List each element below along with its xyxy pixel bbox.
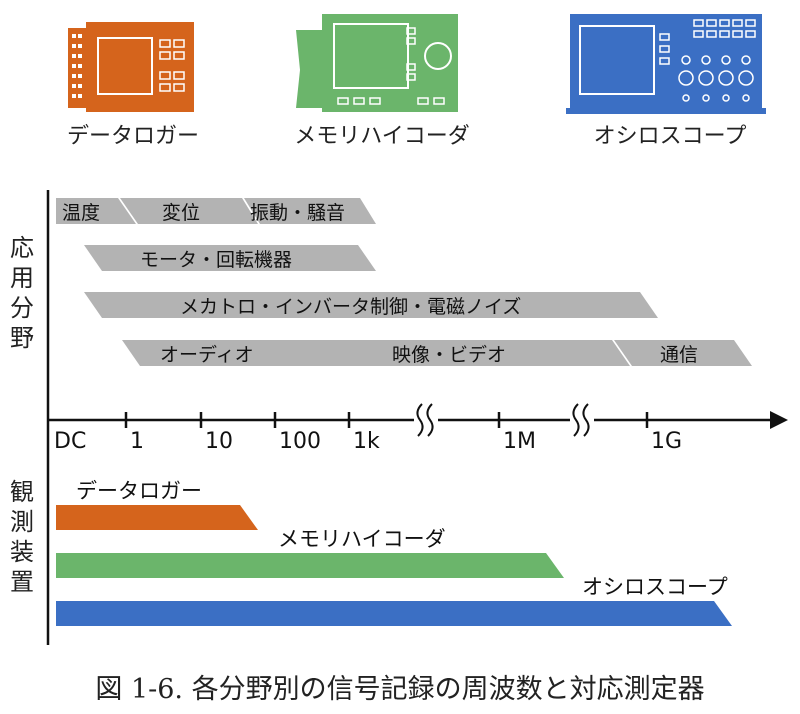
scope-base <box>566 108 766 114</box>
tick-label-1g: 1G <box>651 429 682 454</box>
band-motor <box>84 245 376 271</box>
figure-caption: 図 1-6. 各分野別の信号記録の周波数と対応測定器 <box>95 674 704 705</box>
application-label-char-2: 用 <box>10 264 34 292</box>
memory-handle <box>296 30 326 108</box>
memory-hicorder-illustration <box>296 14 458 112</box>
memory-knob <box>424 42 452 70</box>
band-displacement <box>120 198 258 224</box>
band-label-video: 映像・ビデオ <box>392 344 506 366</box>
datalogger-body <box>86 22 194 112</box>
tick-label-1m: 1M <box>503 429 536 454</box>
band-audio-video <box>122 340 630 366</box>
memory-body <box>322 14 458 112</box>
device-name-oscilloscope: オシロスコープ <box>594 124 747 149</box>
band-label-mechatronics: メカトロ・インバータ制御・電磁ノイズ <box>180 296 521 318</box>
bar-label-oscilloscope: オシロスコープ <box>582 575 728 599</box>
device-name-memory-hicorder: メモリハイコーダ <box>294 124 470 149</box>
axis-break-2 <box>570 403 594 437</box>
tick-label-1: 1 <box>130 429 144 454</box>
tick-label-10: 10 <box>205 429 233 454</box>
band-label-audio: オーディオ <box>160 344 254 366</box>
bar-label-memory-hicorder: メモリハイコーダ <box>278 527 446 551</box>
tick-label-100: 100 <box>279 429 321 454</box>
datalogger-screen <box>97 37 153 95</box>
device-name-datalogger: データロガー <box>67 124 199 149</box>
band-label-vibration-noise: 振動・騒音 <box>250 202 345 224</box>
datalogger-illustration <box>68 22 194 112</box>
datalogger-connector <box>68 28 86 108</box>
instrument-label-char-1: 観 <box>10 478 34 506</box>
band-label-displacement: 変位 <box>162 202 200 224</box>
memory-screen <box>333 23 409 89</box>
bar-datalogger <box>56 505 258 530</box>
bar-label-datalogger: データロガー <box>76 479 202 503</box>
application-label-char-4: 野 <box>10 324 34 352</box>
tick-label-dc: DC <box>54 429 86 454</box>
instrument-label-char-3: 装 <box>10 538 34 566</box>
band-label-motor: モータ・回転機器 <box>140 249 292 271</box>
band-mechatronics <box>84 292 658 318</box>
oscilloscope-illustration <box>566 14 766 114</box>
application-label-char-1: 応 <box>10 234 34 262</box>
band-label-communication: 通信 <box>660 344 698 366</box>
instrument-label-char-4: 置 <box>10 568 34 596</box>
instrument-label-char-2: 測 <box>10 508 34 536</box>
application-label-char-3: 分 <box>10 294 34 322</box>
bar-oscilloscope <box>56 601 732 626</box>
band-temperature <box>56 198 136 224</box>
tick-label-1k: 1k <box>353 429 380 454</box>
band-label-temperature: 温度 <box>62 202 100 224</box>
axis-arrow <box>770 411 788 429</box>
band-communication <box>614 340 752 366</box>
band-vibration-noise <box>244 198 376 224</box>
bar-memory-hicorder <box>56 553 564 578</box>
scope-screen <box>579 25 655 95</box>
axis-break-1 <box>414 403 438 437</box>
